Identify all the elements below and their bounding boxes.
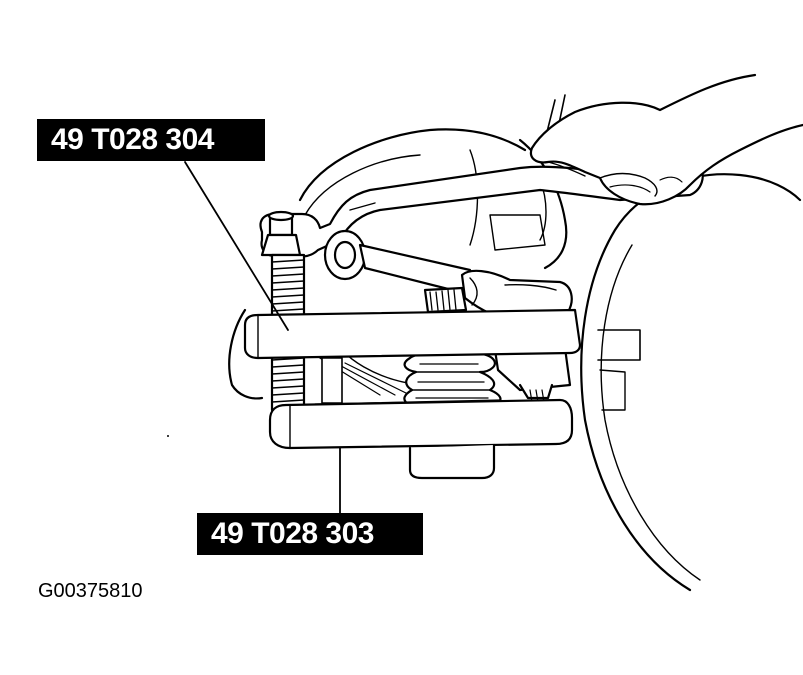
wheel-outline [580, 173, 802, 592]
tie-rod [323, 229, 573, 324]
puller-stud [321, 357, 343, 404]
part-number-label-upper: 49 T028 304 [37, 119, 265, 161]
lower-puller-plate [268, 398, 574, 480]
upper-puller-plate [243, 308, 582, 360]
ball-joint-boot [403, 346, 572, 407]
part-number-label-lower: 49 T028 303 [197, 513, 423, 555]
speck [167, 435, 169, 437]
puller-bolt [260, 210, 306, 412]
hand [529, 73, 803, 206]
callout-leaders [184, 161, 341, 516]
leader-line-upper [184, 161, 289, 331]
figure-code: G00375810 [38, 580, 143, 602]
